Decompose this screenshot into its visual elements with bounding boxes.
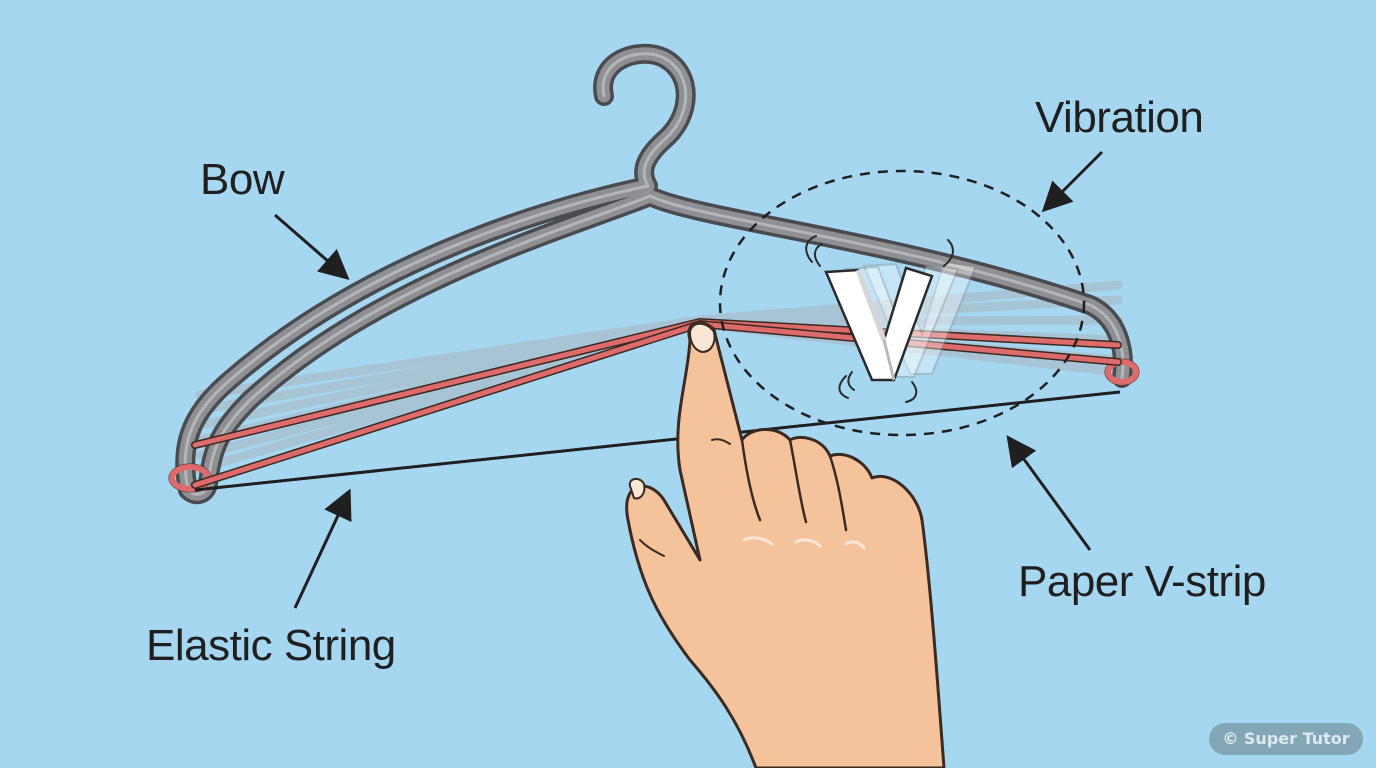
arrow-paper-v-strip [1006, 435, 1092, 551]
vibration-marks [805, 235, 954, 403]
arrow-vibration [1041, 150, 1104, 213]
paper-v-strip [824, 260, 978, 382]
hanger-bow [175, 43, 1133, 505]
arrow-elastic-string [293, 488, 352, 609]
label-vibration: Vibration [1035, 93, 1204, 142]
label-bow: Bow [200, 155, 285, 204]
label-elastic-string: Elastic String [146, 621, 396, 670]
plucking-hand [625, 321, 946, 768]
arrow-bow [274, 213, 350, 280]
resting-string-line [194, 390, 1121, 492]
vibration-circle [718, 169, 1086, 437]
label-paper-v-strip: Paper V-strip [1018, 557, 1266, 606]
callout-arrows [274, 150, 1104, 609]
watermark-badge: © Super Tutor [1209, 723, 1363, 755]
